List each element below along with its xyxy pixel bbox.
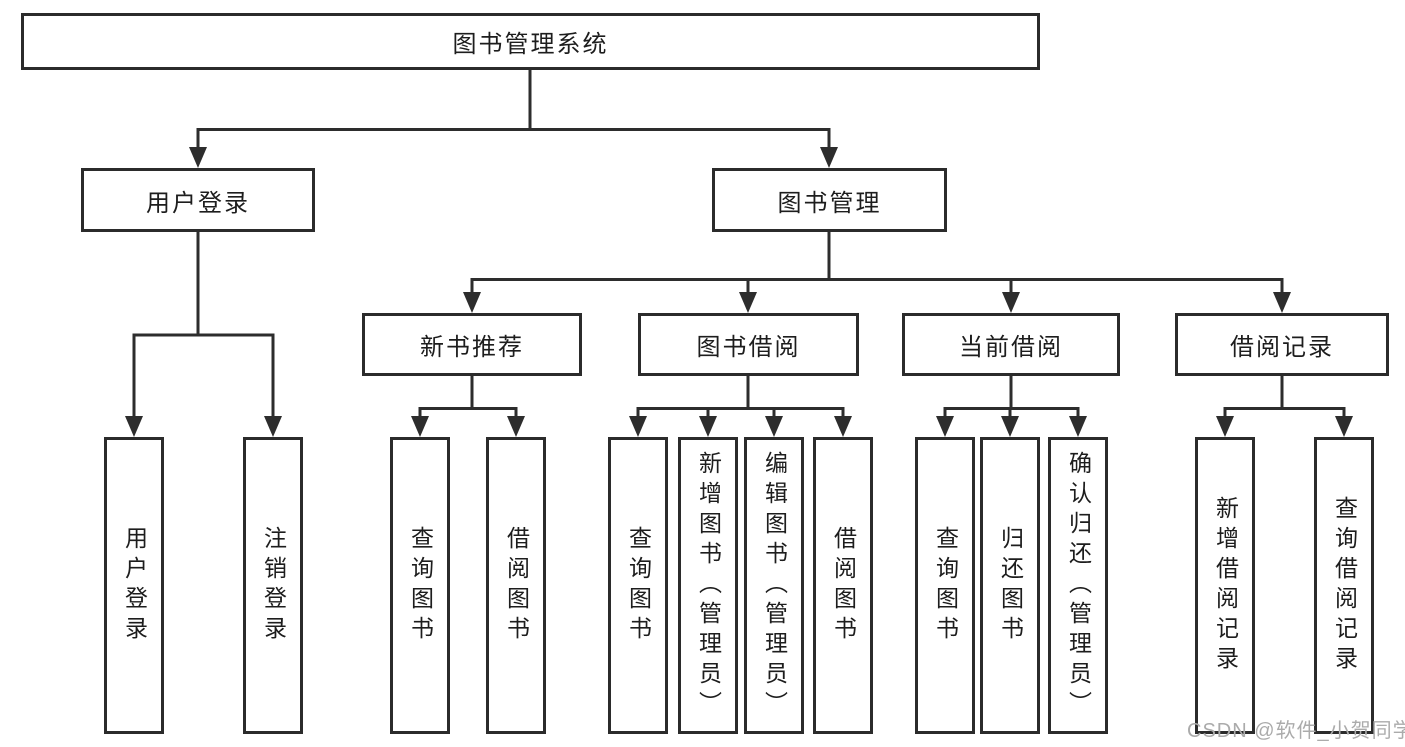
node-label: 当前借阅 [959,334,1063,361]
node-label: 图书管理系统 [452,31,609,58]
arrowhead-icon [507,416,525,437]
connector-line [132,232,275,417]
arrowhead-icon [739,292,757,313]
arrowhead-icon [820,147,838,168]
arrowhead-icon [936,416,954,437]
node-label: 用户登录 [146,189,250,217]
node-label: 新增图书（管理员） [695,450,722,721]
node-label: 图书借阅 [696,334,801,361]
connector-book-borrow-to-leaves [629,376,852,437]
connector-borrow-record-to-leaves [1216,376,1353,437]
connector-user-login-to-leaves [125,232,282,437]
node-label: 归还图书 [997,525,1024,646]
node-label: 借阅记录 [1230,334,1334,361]
node-library-system: 图书管理系统 [21,13,1040,70]
node-label: 查询图书 [407,525,434,646]
node-user-login: 用户登录 [81,168,315,232]
node-book-borrow: 图书借阅 [638,313,859,376]
connector-line [943,376,1080,417]
connector-line [470,232,1284,293]
node-label: 新书推荐 [420,334,524,361]
leaf-edit-book-admin: 编辑图书（管理员） [744,437,804,734]
leaf-logout-login: 注销登录 [243,437,303,734]
connector-line [196,69,831,148]
connector-line [418,376,518,417]
arrowhead-icon [1069,416,1087,437]
leaf-borrow-query-book: 查询图书 [608,437,668,734]
node-label: 确认归还（管理员） [1065,450,1092,721]
leaf-query-borrow-record: 查询借阅记录 [1314,437,1374,734]
arrowhead-icon [189,147,207,168]
leaf-add-borrow-record: 新增借阅记录 [1195,437,1255,734]
csdn-watermark: CSDN @软件_小贺同学 [1187,720,1405,742]
node-label: 用户登录 [121,525,148,646]
leaf-confirm-return-admin: 确认归还（管理员） [1048,437,1108,734]
node-borrow-record: 借阅记录 [1175,313,1389,376]
connector-line [636,376,845,417]
connector-root-to-level2 [189,69,838,168]
leaf-recommend-borrow-book: 借阅图书 [486,437,546,734]
node-current-borrow: 当前借阅 [902,313,1120,376]
node-label: 新增借阅记录 [1212,495,1239,676]
arrowhead-icon [1335,416,1353,437]
connector-new-book-recommend-to-leaves [411,376,525,437]
leaf-return-book: 归还图书 [980,437,1040,734]
arrowhead-icon [411,416,429,437]
node-label: 借阅图书 [503,525,530,646]
node-label: 查询图书 [932,525,959,646]
connector-book-management-to-level3 [463,232,1291,313]
node-label: 图书管理 [777,189,882,217]
node-book-management: 图书管理 [712,168,947,232]
connector-line [1223,376,1346,417]
node-label: 查询图书 [625,525,652,646]
arrowhead-icon [699,416,717,437]
arrowhead-icon [629,416,647,437]
arrowhead-icon [463,292,481,313]
node-new-book-recommend: 新书推荐 [362,313,582,376]
arrowhead-icon [1001,416,1019,437]
arrowhead-icon [834,416,852,437]
arrowhead-icon [1002,292,1020,313]
node-label: 编辑图书（管理员） [761,450,788,721]
leaf-current-query-book: 查询图书 [915,437,975,734]
node-label: 注销登录 [260,525,287,646]
leaf-borrow-borrow-book: 借阅图书 [813,437,873,734]
arrowhead-icon [765,416,783,437]
connector-current-borrow-to-leaves [936,376,1087,437]
arrowhead-icon [125,416,143,437]
arrowhead-icon [264,416,282,437]
node-label: 借阅图书 [830,525,857,646]
leaf-add-book-admin: 新增图书（管理员） [678,437,738,734]
node-label: 查询借阅记录 [1331,495,1358,676]
arrowhead-icon [1273,292,1291,313]
arrowhead-icon [1216,416,1234,437]
leaf-recommend-query-book: 查询图书 [390,437,450,734]
leaf-user-login: 用户登录 [104,437,164,734]
